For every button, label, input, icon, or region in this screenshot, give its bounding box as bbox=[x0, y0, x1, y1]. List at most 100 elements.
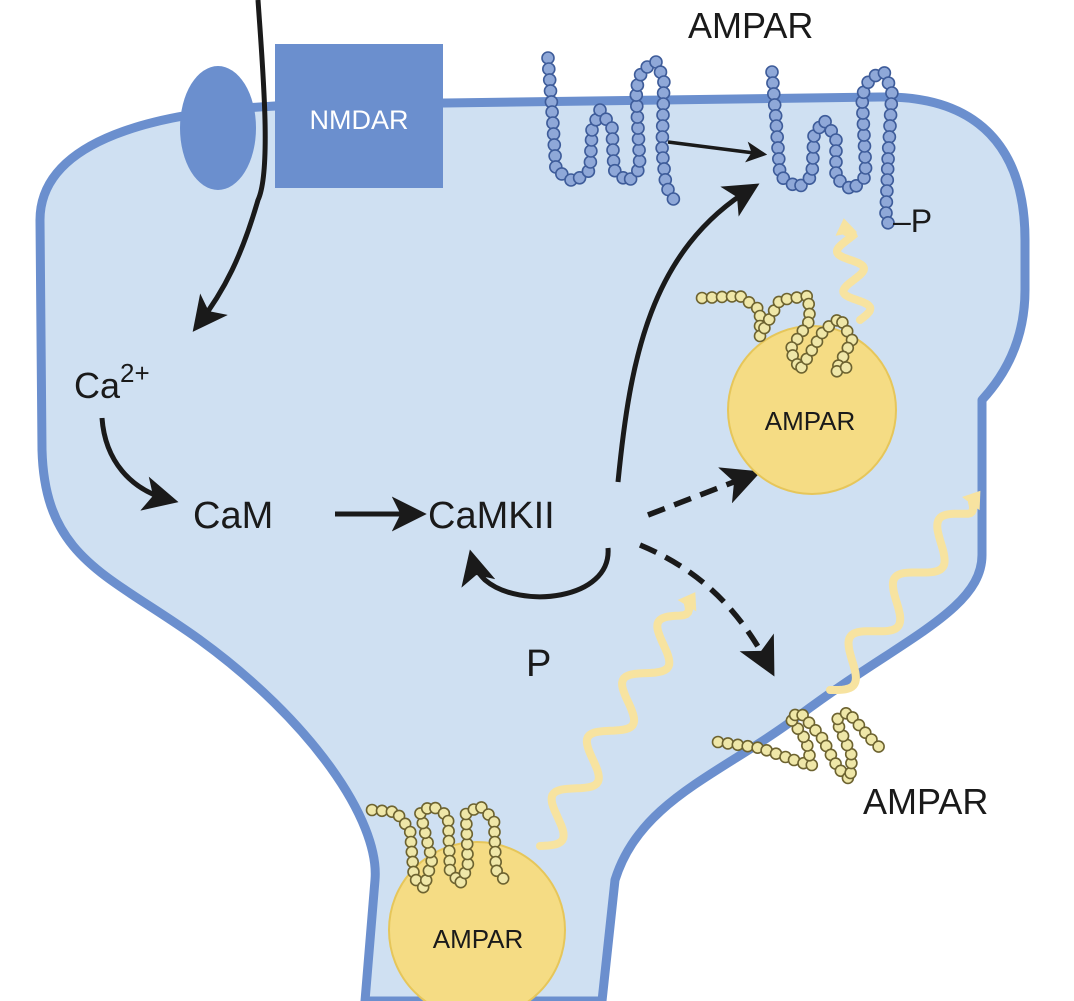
cam-label: CaM bbox=[193, 495, 273, 537]
ampar-bead bbox=[666, 192, 681, 206]
camkii-to-ampar-arrow bbox=[615, 183, 760, 483]
ampar-bead bbox=[885, 86, 899, 100]
calcium-sup: 2+ bbox=[120, 358, 150, 388]
autophosphorylation-arrow bbox=[461, 547, 611, 600]
trafficking-path bbox=[826, 498, 978, 694]
ampar-bead bbox=[856, 106, 870, 120]
ampar-bead bbox=[629, 99, 644, 113]
ampar-bead bbox=[776, 171, 791, 185]
trafficking-arrowhead bbox=[835, 218, 858, 236]
ampar-bead bbox=[631, 121, 645, 135]
vesicle-lower: AMPAR bbox=[365, 801, 566, 1001]
ampar-bead bbox=[839, 361, 853, 374]
ampar-bead bbox=[818, 114, 832, 129]
ampar-bead bbox=[806, 151, 820, 165]
ampar-bead bbox=[771, 152, 786, 166]
dendritic-spine bbox=[35, 92, 1030, 1001]
ampar-bead bbox=[605, 132, 620, 146]
vesicle-upper: AMPAR bbox=[695, 289, 897, 495]
ampar-surface-label: AMPAR bbox=[688, 5, 813, 46]
ampar-bead bbox=[829, 133, 843, 147]
ampar-bead bbox=[605, 121, 619, 135]
ampar-bead bbox=[548, 149, 562, 163]
vesicle-lower-label: AMPAR bbox=[433, 924, 524, 954]
ampar-bead bbox=[883, 119, 897, 133]
dashed-arrow-upper bbox=[647, 467, 761, 518]
phospho-label: –P bbox=[893, 203, 932, 239]
ampar-bead bbox=[655, 130, 670, 144]
nmdar-label: NMDAR bbox=[310, 105, 409, 135]
ampar-bead bbox=[657, 162, 671, 176]
ampar-bead bbox=[771, 141, 785, 155]
ampar-bead bbox=[542, 73, 557, 87]
ampar-bead bbox=[880, 162, 895, 176]
ampar-bead bbox=[833, 174, 847, 188]
ampar-bead bbox=[632, 143, 646, 157]
ampar-bead bbox=[496, 872, 510, 885]
trafficking-path bbox=[536, 600, 693, 850]
vesicle-upper-label: AMPAR bbox=[765, 406, 856, 436]
ampar-bead bbox=[806, 140, 821, 154]
ampar-bead bbox=[857, 128, 871, 142]
ampar-bead bbox=[829, 144, 843, 158]
ampar-bead bbox=[656, 108, 670, 122]
ampar-bead bbox=[880, 184, 894, 198]
ampar-bead bbox=[882, 130, 897, 144]
ampar-lateral-label: AMPAR bbox=[863, 781, 988, 822]
ampar-chain-icon bbox=[765, 65, 899, 230]
ampar-bead bbox=[543, 84, 558, 98]
ampar-bead bbox=[547, 138, 562, 152]
ampar-bead bbox=[655, 119, 670, 133]
ampar-bead bbox=[765, 65, 779, 79]
ampar-bead bbox=[879, 195, 894, 209]
trafficking-path bbox=[833, 228, 875, 324]
ampar-bead bbox=[554, 167, 569, 181]
ampar-bead bbox=[623, 172, 638, 186]
lateral-move-arrow bbox=[667, 140, 768, 163]
ampar-bead bbox=[584, 144, 598, 158]
ampar-bead bbox=[805, 162, 820, 176]
calcium-to-cam-arrow bbox=[99, 417, 179, 511]
ampar-bead bbox=[656, 86, 671, 100]
ampar-bead bbox=[546, 127, 561, 141]
ampar-bead bbox=[606, 143, 620, 157]
ampar-bead bbox=[829, 155, 843, 169]
ampar-bead bbox=[858, 150, 872, 164]
nmdar-lobe bbox=[180, 66, 256, 190]
ampar-bead bbox=[769, 119, 784, 133]
nmdar-body bbox=[275, 44, 443, 188]
autophospho-p-label: P bbox=[526, 643, 551, 685]
trafficking-arrowhead bbox=[962, 490, 981, 511]
calcium-influx-arrow bbox=[192, 0, 268, 332]
ampar-bead bbox=[880, 173, 895, 187]
ampar-bead bbox=[583, 155, 598, 169]
ampar-bead bbox=[794, 178, 808, 193]
camkii-label: CaMKII bbox=[428, 495, 555, 537]
ampar-bead bbox=[856, 117, 871, 131]
ampar-bead bbox=[656, 151, 670, 165]
ampar-chain-icon bbox=[365, 801, 510, 894]
ampar-bead bbox=[872, 740, 885, 753]
ampar-bead bbox=[884, 97, 899, 111]
ampar-bead bbox=[630, 110, 645, 124]
calcium-base: Ca bbox=[74, 365, 121, 406]
ampar-chain-icon bbox=[541, 51, 681, 206]
ampar-bead bbox=[766, 87, 781, 101]
ampar-bead bbox=[545, 105, 559, 119]
ampar-bead bbox=[632, 154, 647, 168]
ampar-bead bbox=[657, 75, 671, 89]
ampar-bead bbox=[656, 97, 671, 111]
dashed-arrow-lower bbox=[638, 542, 775, 677]
vesicle-membrane bbox=[388, 841, 566, 1001]
ampar-bead bbox=[881, 141, 896, 155]
trafficking-arrowhead bbox=[677, 592, 697, 612]
ampar-bead bbox=[593, 103, 607, 117]
ampar-chain-icon bbox=[711, 706, 885, 785]
ampar-chain-icon bbox=[695, 289, 859, 378]
ampar-bead bbox=[572, 171, 587, 185]
calcium-label: Ca2+ bbox=[74, 358, 150, 406]
ampar-bead bbox=[541, 51, 555, 65]
ampar-bead bbox=[858, 161, 873, 175]
nmdar-channel-icon: NMDAR bbox=[180, 44, 443, 190]
